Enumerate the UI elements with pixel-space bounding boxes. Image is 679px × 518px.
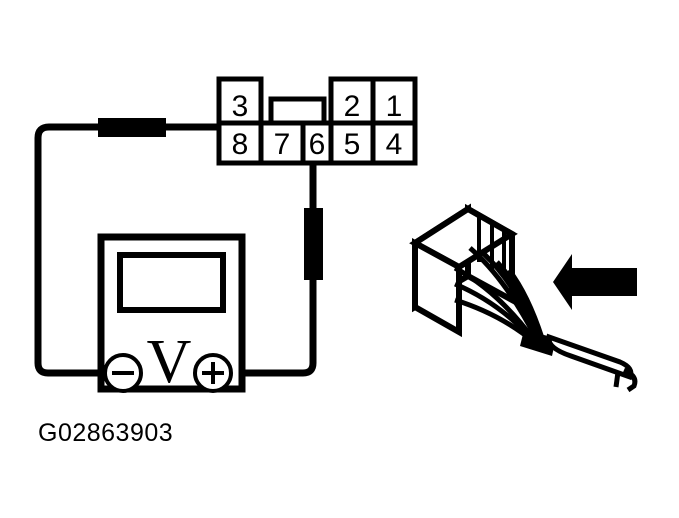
positive-terminal[interactable] — [193, 353, 233, 393]
pin-cell-7[interactable] — [258, 120, 306, 166]
inspection-arrow-icon — [553, 254, 637, 310]
pin-cell-5[interactable] — [328, 120, 376, 166]
multimeter[interactable]: V — [97, 233, 246, 396]
probe-tip-hook — [622, 367, 638, 393]
harness-illustration — [409, 203, 638, 393]
connector-notch — [268, 96, 327, 127]
negative-probe-body — [98, 118, 166, 137]
probe-barrel — [546, 333, 634, 381]
pin-label-5: 5 — [344, 128, 361, 161]
pin-label-1: 1 — [386, 90, 403, 123]
pin-cell-4[interactable] — [370, 120, 418, 166]
figure-caption: G02863903 — [38, 419, 173, 447]
negative-lead — [34, 118, 219, 377]
pin-cell-6[interactable] — [300, 120, 334, 166]
probe-terminal-tool — [546, 333, 638, 393]
harness-wire — [507, 268, 545, 339]
positive-probe-body — [304, 208, 323, 280]
pin-label-6: 6 — [309, 128, 326, 161]
pin-label-7: 7 — [274, 128, 291, 161]
housing-front-face — [412, 237, 462, 338]
pin-label-2: 2 — [344, 90, 361, 123]
pin-cell-8[interactable] — [216, 120, 264, 166]
connector-pin-grid: 3 2 1 8 7 6 5 4 — [216, 76, 418, 166]
positive-lead — [232, 150, 323, 377]
probe-tip-prong — [613, 371, 621, 388]
negative-terminal[interactable] — [103, 353, 143, 393]
harness-wire — [468, 246, 539, 340]
pin-label-3: 3 — [232, 90, 249, 123]
meter-mode-symbol: V — [147, 328, 192, 396]
meter-display — [117, 252, 226, 313]
pin-label-8: 8 — [232, 128, 249, 161]
pin-label-4: 4 — [386, 128, 403, 161]
